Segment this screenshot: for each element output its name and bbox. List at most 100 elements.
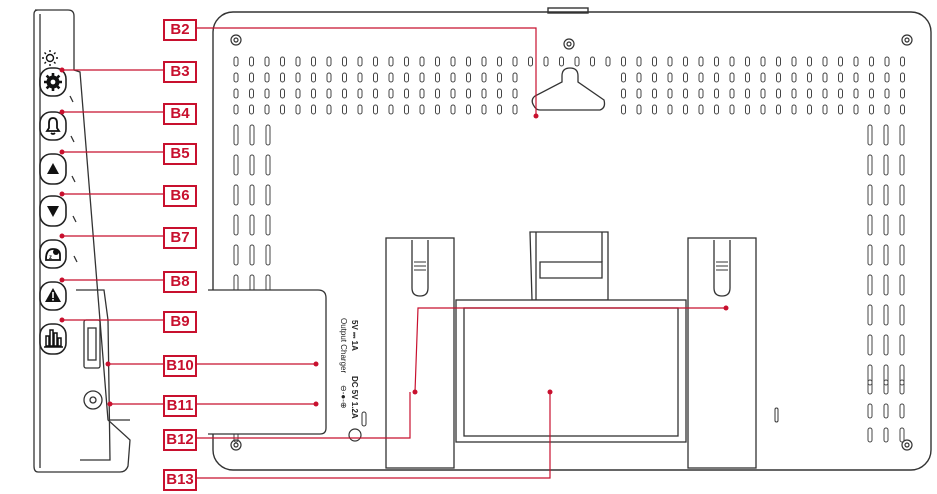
vent-slot bbox=[683, 88, 688, 99]
vent-slot bbox=[899, 244, 905, 266]
vent-slot bbox=[652, 88, 657, 99]
vent-slot bbox=[900, 72, 905, 83]
vent-slot bbox=[883, 274, 889, 296]
vent-slot bbox=[760, 104, 766, 115]
vent-slot bbox=[357, 104, 363, 115]
vent-slot bbox=[233, 214, 239, 236]
vent-slot bbox=[435, 104, 440, 115]
vent-slot bbox=[900, 56, 905, 67]
vent-slot bbox=[791, 88, 797, 99]
vent-slot bbox=[899, 334, 905, 356]
vent-slot bbox=[791, 104, 797, 115]
label-b11: B11 bbox=[163, 395, 197, 417]
vent-slot bbox=[512, 56, 518, 67]
vent-slot bbox=[883, 214, 889, 236]
vent-slot bbox=[481, 56, 487, 67]
vent-slot bbox=[621, 72, 626, 83]
vent-slot bbox=[791, 56, 797, 67]
vent-slot bbox=[652, 72, 657, 83]
vent-slot bbox=[667, 88, 673, 99]
device-side-view bbox=[33, 9, 131, 473]
vent-slot bbox=[869, 72, 874, 83]
vent-slot bbox=[652, 56, 657, 67]
vent-slot bbox=[233, 88, 239, 99]
vent-slot bbox=[838, 56, 843, 67]
arrow-down-icon bbox=[47, 206, 59, 217]
sun-icon bbox=[42, 50, 58, 66]
vent-slot bbox=[714, 88, 719, 99]
vent-slot bbox=[435, 56, 440, 67]
label-b5: B5 bbox=[163, 143, 197, 165]
vent-slot bbox=[481, 104, 487, 115]
vent-slot bbox=[373, 88, 378, 99]
vent-slot bbox=[295, 104, 301, 115]
vent-slot bbox=[884, 88, 890, 99]
vent-slot bbox=[636, 88, 642, 99]
vent-slot bbox=[249, 56, 254, 67]
vent-slot bbox=[667, 104, 673, 115]
label-b8: B8 bbox=[163, 271, 197, 293]
vent-slot bbox=[867, 244, 873, 266]
vent-slot bbox=[883, 403, 889, 419]
vent-slot bbox=[883, 124, 889, 146]
vent-slot bbox=[714, 56, 719, 67]
vent-slot bbox=[605, 56, 611, 67]
vent-slot bbox=[883, 427, 889, 443]
vent-slot bbox=[883, 304, 889, 326]
vent-slot bbox=[698, 104, 704, 115]
vent-slot bbox=[899, 124, 905, 146]
vent-slot bbox=[326, 104, 332, 115]
vent-slot bbox=[388, 72, 394, 83]
bar-chart-icon bbox=[44, 329, 63, 348]
vent-slot bbox=[822, 72, 828, 83]
vent-slot bbox=[497, 88, 502, 99]
label-b13: B13 bbox=[163, 469, 197, 491]
vent-slot bbox=[636, 104, 642, 115]
vent-slot bbox=[264, 72, 270, 83]
vent-slot bbox=[791, 72, 797, 83]
reset-slot bbox=[361, 411, 367, 427]
vent-slot bbox=[450, 56, 456, 67]
wall-hanger-keyhole bbox=[531, 67, 606, 111]
vent-slot bbox=[264, 88, 270, 99]
vent-slot bbox=[265, 184, 271, 206]
vent-slot bbox=[621, 104, 626, 115]
vent-slot bbox=[776, 88, 781, 99]
vent-slot bbox=[419, 88, 425, 99]
label-b9: B9 bbox=[163, 311, 197, 333]
vent-slot bbox=[311, 104, 316, 115]
vent-slot bbox=[884, 72, 890, 83]
vent-slot bbox=[729, 56, 735, 67]
vent-slot bbox=[698, 88, 704, 99]
vent-slot bbox=[249, 244, 255, 266]
vent-slot bbox=[419, 72, 425, 83]
dc-polarity-text: ⊖-●-⊕ bbox=[339, 385, 348, 409]
vent-slot bbox=[590, 56, 595, 67]
vent-slot bbox=[899, 427, 905, 443]
vent-slot bbox=[373, 56, 378, 67]
vent-slot bbox=[357, 88, 363, 99]
vent-slot bbox=[404, 104, 409, 115]
vent-slot bbox=[883, 379, 889, 395]
vent-slot bbox=[342, 72, 347, 83]
svg-text:z: z bbox=[49, 255, 52, 261]
vent-slot bbox=[497, 104, 502, 115]
callout-dots bbox=[59, 67, 729, 407]
vent-slot bbox=[512, 104, 518, 115]
vent-slot bbox=[326, 56, 332, 67]
vent-slot bbox=[450, 104, 456, 115]
vent-slot bbox=[373, 72, 378, 83]
gear-icon bbox=[44, 73, 62, 91]
warning-icon bbox=[45, 288, 61, 302]
vent-slot bbox=[435, 72, 440, 83]
vent-slot bbox=[249, 184, 255, 206]
vent-slot bbox=[807, 72, 812, 83]
vent-slot bbox=[326, 88, 332, 99]
vent-slot bbox=[853, 104, 859, 115]
vent-slot bbox=[760, 88, 766, 99]
vent-slot bbox=[528, 56, 533, 67]
vent-slot bbox=[388, 56, 394, 67]
vent-slot bbox=[249, 124, 255, 146]
vent-slot bbox=[822, 88, 828, 99]
vent-slot bbox=[884, 104, 890, 115]
